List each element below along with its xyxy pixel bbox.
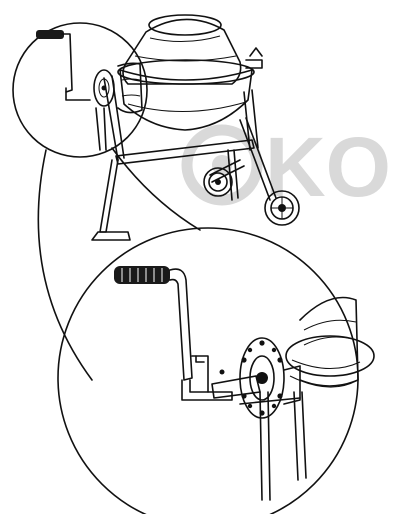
handle-grip-icon bbox=[114, 266, 170, 284]
flange-plate bbox=[239, 337, 285, 419]
crank-handle bbox=[114, 266, 233, 401]
large-wheel bbox=[264, 190, 300, 226]
drive-shaft bbox=[211, 375, 261, 399]
small-wheel bbox=[203, 167, 233, 197]
callout-circle-large bbox=[57, 227, 375, 514]
callout-connector-right bbox=[111, 147, 201, 231]
flange-bolt-holes bbox=[241, 340, 283, 416]
callout-circle-small bbox=[12, 22, 148, 158]
mixer-overview bbox=[91, 14, 300, 241]
handle-grip-small bbox=[36, 30, 64, 39]
frame-left-leg bbox=[99, 159, 119, 233]
frame-right-leg bbox=[239, 117, 277, 201]
callout-connector-left bbox=[37, 149, 93, 381]
watermark-text: KO bbox=[265, 120, 391, 214]
